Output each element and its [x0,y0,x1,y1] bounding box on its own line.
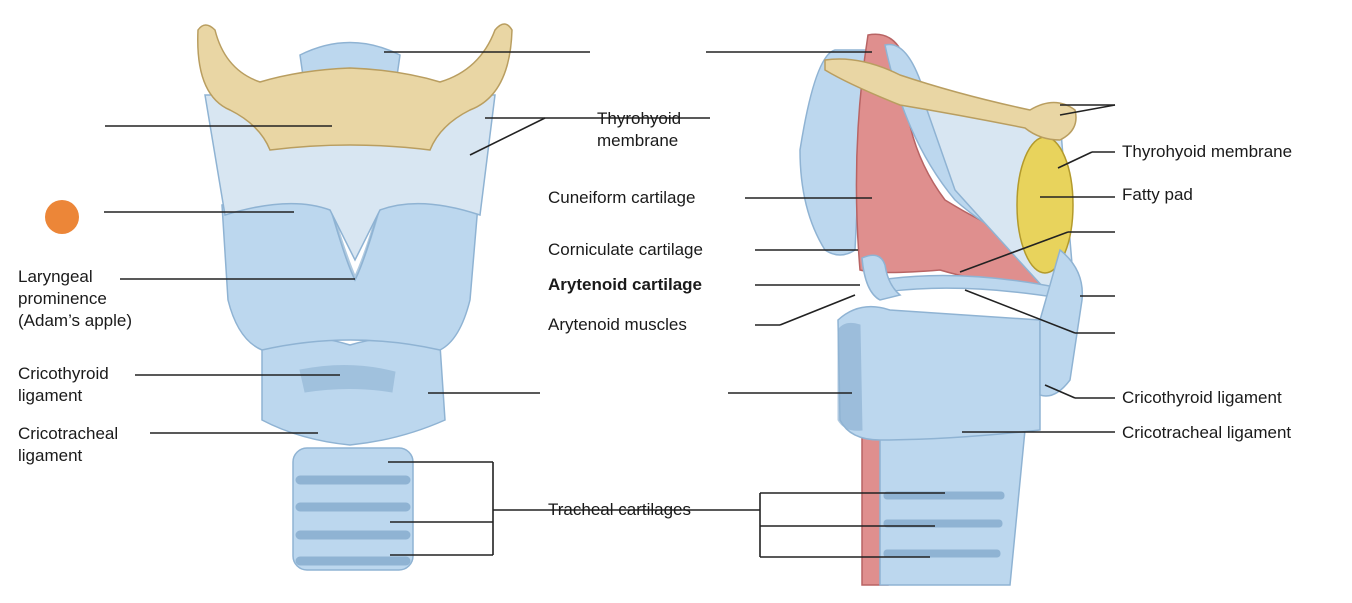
orange-marker-dot[interactable] [45,200,79,234]
leader-line [964,289,1076,334]
hyoid-bone-anterior [197,23,513,151]
label-cricotracheal-ligament-left: Cricotracheal ligament [18,424,119,465]
anterior-view [197,23,513,571]
hyoid-bone-sagittal [824,58,1077,141]
label-thyrohyoid-membrane-right: Thyrohyoid membrane [1122,142,1293,161]
cricoid-sagittal [837,305,1041,441]
arytenoid-sagittal [861,254,902,301]
label-cuneiform-cartilage: Cuneiform cartilage [548,188,696,207]
cricoid-cartilage [261,335,446,446]
sagittal-view [799,33,1084,586]
label-thyrohyoid-membrane-left: Thyrohyoid membrane [597,109,682,150]
label-cricotracheal-ligament-right: Cricotracheal ligament [1122,423,1292,442]
leader-line [959,231,1069,273]
leader-line [1057,151,1093,169]
trachea-sagittal [879,429,1026,586]
label-laryngeal-prominence: Laryngeal prominence (Adam’s apple) [18,267,133,330]
leader-lines [104,51,1116,558]
leader-line [469,117,546,156]
label-corniculate-cartilage: Corniculate cartilage [548,240,703,259]
leader-line [1044,384,1076,399]
label-cricothyroid-ligament-left: Cricothyroid ligament [18,364,109,405]
label-arytenoid-cartilage: Arytenoid cartilage [548,275,702,294]
leader-line [779,294,856,326]
label-tracheal-cartilages: Tracheal cartilages [548,500,691,519]
leader-line [1059,104,1116,116]
fatty-pad [1016,136,1074,274]
trachea-anterior [292,447,414,571]
label-arytenoid-muscles: Arytenoid muscles [548,315,687,334]
label-fatty-pad: Fatty pad [1122,185,1193,204]
label-cricothyroid-ligament-right: Cricothyroid ligament [1122,388,1282,407]
